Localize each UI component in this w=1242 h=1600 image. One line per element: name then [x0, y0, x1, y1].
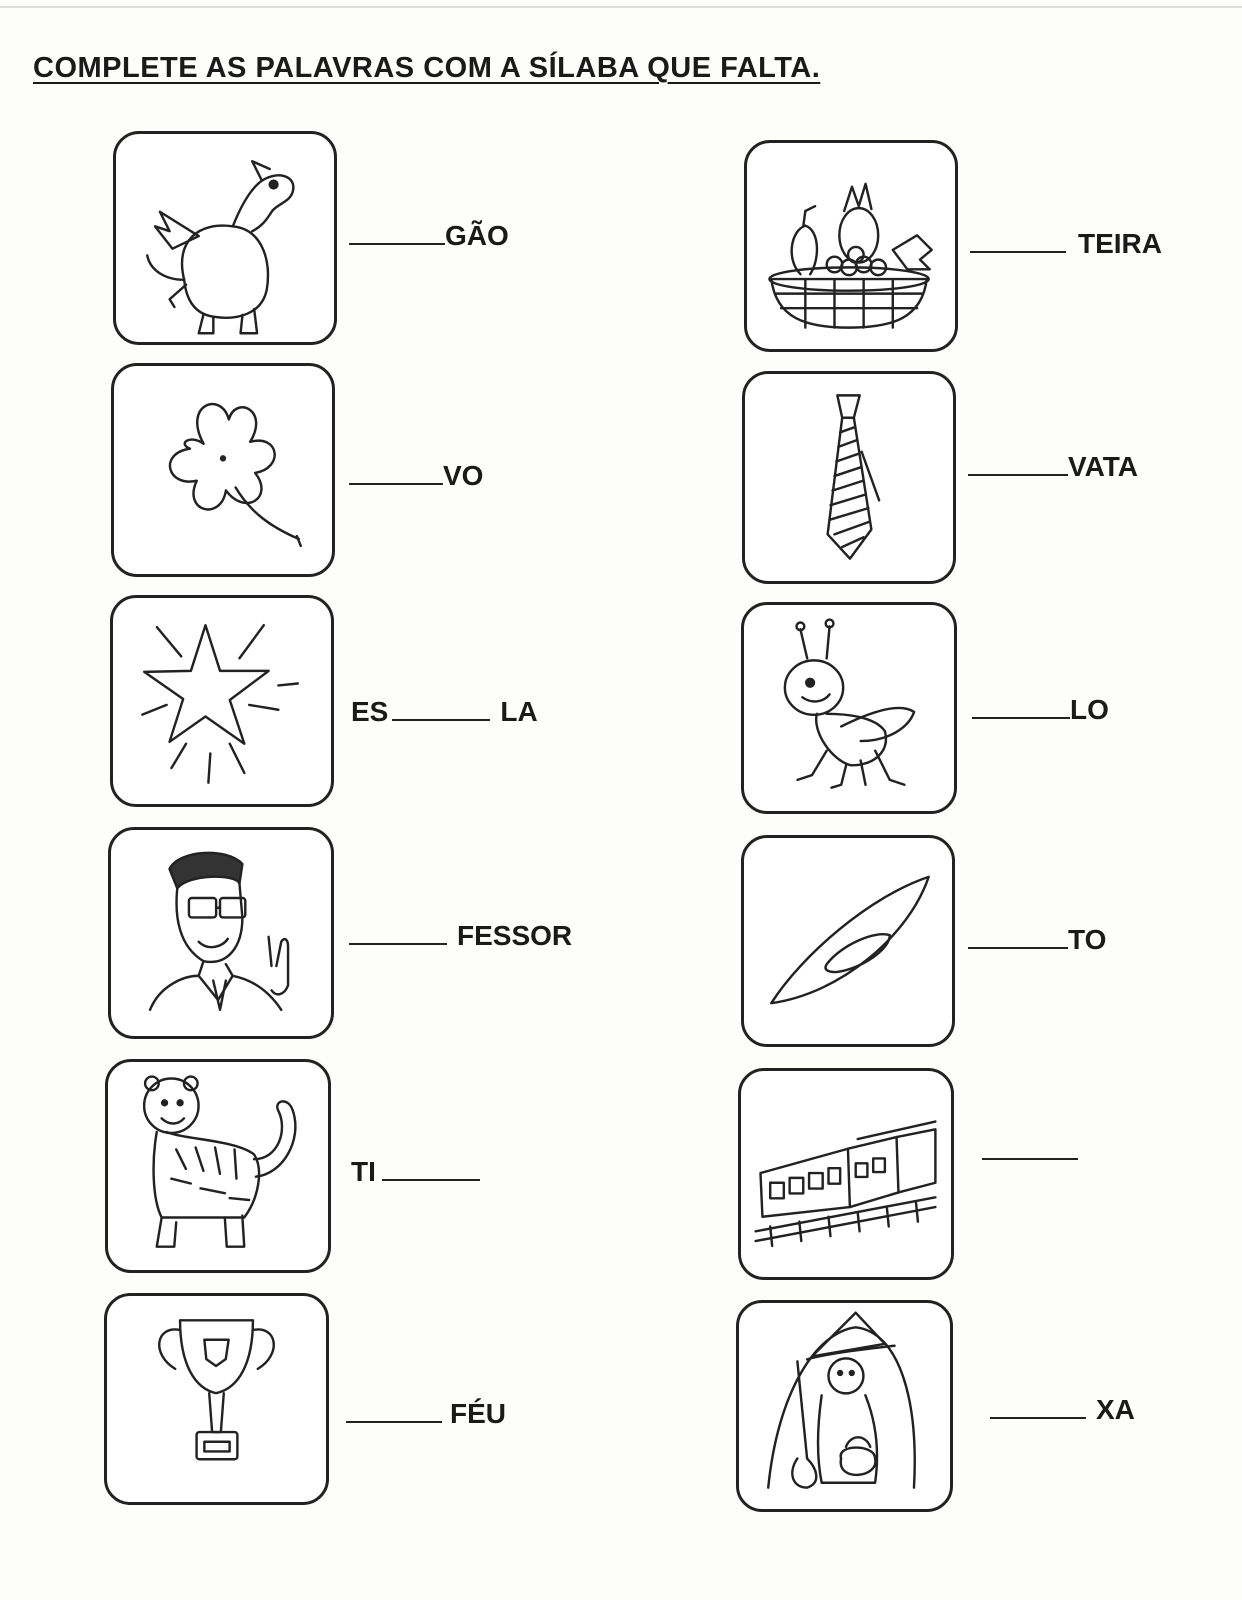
word-grasshopper: LO — [972, 696, 1109, 724]
answer-blank[interactable] — [381, 1179, 480, 1181]
answer-blank[interactable] — [990, 1417, 1086, 1419]
star-icon — [141, 623, 300, 784]
card-dragon — [113, 131, 337, 345]
word-suffix: GÃO — [445, 220, 509, 251]
word-suffix: XA — [1096, 1394, 1135, 1425]
word-plate: TO — [968, 926, 1106, 954]
witch-icon — [767, 1311, 916, 1489]
card-grasshopper — [741, 602, 957, 814]
word-prefix: TI — [351, 1156, 376, 1187]
word-suffix: TO — [1068, 924, 1107, 955]
word-fruit-basket: TEIRA — [970, 230, 1162, 258]
word-suffix: LA — [500, 696, 538, 727]
teacher-icon — [148, 851, 290, 1011]
card-clover — [111, 363, 335, 577]
fruit-basket-icon — [768, 182, 933, 329]
word-prefix: ES — [351, 696, 389, 727]
answer-blank[interactable] — [970, 251, 1066, 253]
answer-blank[interactable] — [349, 943, 447, 945]
word-train — [982, 1158, 1078, 1165]
card-star — [110, 595, 334, 807]
card-trophy — [104, 1293, 329, 1505]
word-suffix: TEIRA — [1078, 228, 1162, 259]
word-suffix: FESSOR — [457, 920, 573, 951]
word-witch: XA — [990, 1396, 1135, 1424]
card-witch — [736, 1300, 953, 1512]
answer-blank[interactable] — [972, 717, 1070, 719]
clover-icon — [168, 402, 302, 548]
page-edge — [0, 6, 1242, 8]
answer-blank[interactable] — [968, 474, 1068, 476]
word-teacher: FESSOR — [349, 922, 572, 950]
word-suffix: FÉU — [450, 1398, 506, 1429]
word-suffix: LO — [1070, 694, 1109, 725]
tiger-icon — [142, 1075, 297, 1248]
grasshopper-icon — [783, 618, 916, 789]
answer-blank[interactable] — [349, 243, 445, 245]
page-title: COMPLETE AS PALAVRAS COM A SÍLABA QUE FA… — [33, 52, 821, 84]
card-plate — [741, 835, 955, 1047]
word-dragon: GÃO — [349, 222, 509, 250]
answer-blank[interactable] — [346, 1421, 442, 1423]
word-suffix: VO — [443, 460, 484, 491]
answer-blank[interactable] — [968, 947, 1068, 949]
dragon-icon — [146, 160, 295, 335]
card-necktie — [742, 371, 956, 584]
answer-blank[interactable] — [349, 483, 443, 485]
word-clover: VO — [349, 462, 483, 490]
train-icon — [754, 1120, 937, 1248]
word-star: ES LA — [351, 698, 538, 726]
necktie-icon — [826, 394, 881, 560]
word-suffix: VATA — [1068, 451, 1138, 482]
word-trophy: FÉU — [346, 1400, 506, 1428]
word-necktie: VATA — [968, 453, 1138, 481]
card-fruit-basket — [744, 140, 958, 352]
trophy-icon — [158, 1319, 275, 1461]
word-tiger: TI — [351, 1158, 480, 1186]
card-teacher — [108, 827, 334, 1039]
plate-icon — [770, 875, 930, 1005]
answer-blank[interactable] — [392, 719, 491, 721]
answer-blank[interactable] — [982, 1158, 1078, 1160]
card-tiger — [105, 1059, 331, 1273]
card-train — [738, 1068, 954, 1280]
